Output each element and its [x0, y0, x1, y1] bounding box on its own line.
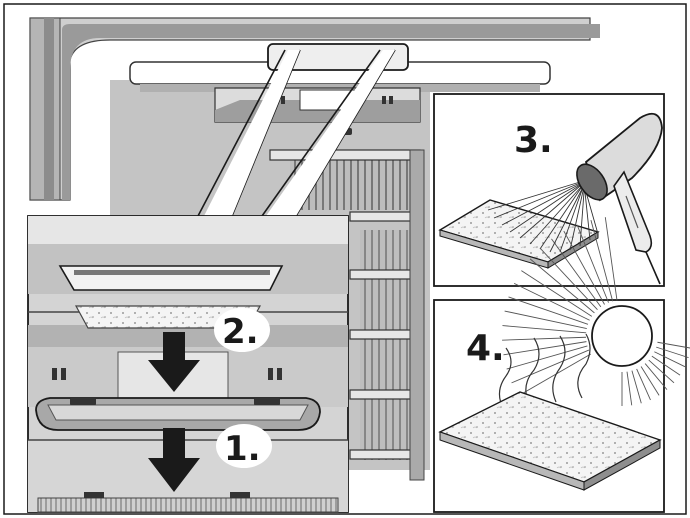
air-stream — [487, 181, 599, 253]
sun-ray — [504, 310, 587, 329]
sun-ray — [590, 219, 614, 302]
sun-ray — [563, 230, 605, 305]
sun-ray — [636, 368, 651, 401]
sun-ray — [604, 217, 618, 301]
step-3-number: 3. — [514, 120, 553, 161]
down-arrow-icon — [148, 332, 200, 392]
sun-ray — [656, 346, 689, 359]
sun-ray — [654, 351, 686, 368]
step-3-panel: 3. — [433, 93, 665, 287]
sun-ray — [511, 349, 590, 384]
sun-ray — [529, 258, 595, 314]
sun-icon — [502, 217, 690, 406]
sun-ray — [502, 336, 587, 341]
sun-ray — [539, 247, 598, 310]
sun-ray — [508, 296, 589, 325]
sun-ray — [648, 359, 675, 384]
sun-ray — [631, 370, 642, 404]
sun-ray — [657, 341, 690, 349]
hair-dryer-icon — [576, 112, 663, 285]
sun-ray — [551, 238, 602, 308]
sun-ray — [626, 371, 633, 406]
sun-ray — [513, 282, 590, 321]
sun-ray — [644, 363, 668, 390]
step-2-number: 2. — [222, 312, 259, 352]
sun-ray — [640, 366, 660, 396]
detail-panel-steps-1-2: 2. 1. — [27, 215, 349, 513]
sun-ray — [506, 345, 588, 370]
step-4-number: 4. — [466, 328, 505, 369]
sun-ray — [502, 325, 587, 334]
step-4-panel: 4. — [433, 217, 690, 513]
sun-ray — [521, 270, 593, 317]
sun-ray — [576, 224, 609, 303]
sun-ray — [503, 341, 587, 356]
step-1-number: 1. — [224, 429, 261, 469]
sun-ray — [517, 353, 592, 397]
sun-ray — [651, 355, 681, 376]
down-arrow-icon — [148, 428, 200, 492]
